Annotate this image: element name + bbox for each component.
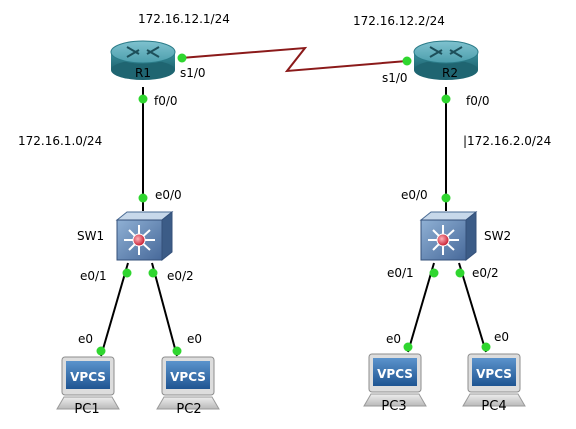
router-arrows-icon xyxy=(126,46,160,58)
port-dot-pc1-e0 xyxy=(96,346,106,356)
subnet-label-wan-r2: 172.16.12.2/24 xyxy=(353,14,445,28)
switch-sw1-label: SW1 xyxy=(77,229,104,243)
router-r2[interactable] xyxy=(413,40,479,80)
pc2-label: PC2 xyxy=(176,402,201,417)
pc-pc4[interactable]: VPCS xyxy=(462,353,526,407)
switch-sw1[interactable] xyxy=(115,210,174,262)
links xyxy=(100,46,487,357)
pc1-label: PC1 xyxy=(74,402,99,417)
pc3-label: PC3 xyxy=(381,399,406,414)
port-label-r1-f0-0: f0/0 xyxy=(154,94,178,108)
port-label-sw2-e0-0: e0/0 xyxy=(401,188,428,202)
port-dot-r2-f0-0 xyxy=(441,94,451,104)
pc-screen-text: VPCS xyxy=(476,367,512,381)
port-dot-sw1-e0-0 xyxy=(138,193,148,203)
port-label-sw2-e0-1: e0/1 xyxy=(387,266,414,280)
port-dot-pc3-e0 xyxy=(403,342,413,352)
port-dot-sw1-e0-2 xyxy=(148,268,158,278)
link-sw1-pc1[interactable] xyxy=(100,262,129,357)
subnet-label-lan2: |172.16.2.0/24 xyxy=(463,134,551,148)
port-label-pc3-e0: e0 xyxy=(386,332,401,346)
port-label-sw1-e0-2: e0/2 xyxy=(167,269,194,283)
pc-screen-text: VPCS xyxy=(377,367,413,381)
port-label-pc4-e0: e0 xyxy=(494,330,509,344)
port-label-pc1-e0: e0 xyxy=(78,332,93,346)
switch-sw2[interactable] xyxy=(419,210,478,262)
port-dot-r2-s1-0 xyxy=(402,56,412,66)
switch-sw2-label: SW2 xyxy=(484,229,511,243)
port-label-r2-s1-0: s1/0 xyxy=(382,71,408,85)
port-label-r2-f0-0: f0/0 xyxy=(466,94,490,108)
link-sw1-pc2[interactable] xyxy=(151,262,178,357)
port-labels: s1/0 s1/0 f0/0 f0/0 e0/0 e0/0 e0/1 e0/2 … xyxy=(78,66,509,346)
subnet-labels: 172.16.12.1/24 172.16.12.2/24 172.16.1.0… xyxy=(18,12,551,148)
subnet-label-lan1: 172.16.1.0/24 xyxy=(18,134,102,148)
port-dot-sw2-e0-1 xyxy=(429,268,439,278)
pc-pc2[interactable]: VPCS xyxy=(156,356,220,410)
port-dots xyxy=(96,53,491,356)
router-r1-label: R1 xyxy=(135,66,151,80)
router-arrows-icon xyxy=(429,46,463,58)
pc4-label: PC4 xyxy=(481,399,506,414)
pc-screen-text: VPCS xyxy=(70,370,106,384)
port-dot-pc4-e0 xyxy=(481,342,491,352)
router-r2-label: R2 xyxy=(442,66,458,80)
port-label-sw2-e0-2: e0/2 xyxy=(472,266,499,280)
pc-pc3[interactable]: VPCS xyxy=(363,353,427,407)
pc-pc1[interactable]: VPCS xyxy=(56,356,120,410)
router-r1[interactable] xyxy=(110,40,176,80)
port-label-pc2-e0: e0 xyxy=(187,332,202,346)
port-dot-sw2-e0-2 xyxy=(455,268,465,278)
port-dot-r1-f0-0 xyxy=(138,94,148,104)
subnet-label-wan-r1: 172.16.12.1/24 xyxy=(138,12,230,26)
port-label-sw1-e0-1: e0/1 xyxy=(80,269,107,283)
link-sw2-pc3[interactable] xyxy=(407,262,435,353)
link-sw2-pc4[interactable] xyxy=(458,262,487,353)
port-label-r1-s1-0: s1/0 xyxy=(180,66,206,80)
port-label-sw1-e0-0: e0/0 xyxy=(155,188,182,202)
port-dot-r1-s1-0 xyxy=(177,53,187,63)
port-dot-sw2-e0-0 xyxy=(441,193,451,203)
serial-link-r1-r2[interactable] xyxy=(180,46,408,73)
port-dot-pc2-e0 xyxy=(172,346,182,356)
port-dot-sw1-e0-1 xyxy=(122,268,132,278)
pc-screen-text: VPCS xyxy=(170,370,206,384)
